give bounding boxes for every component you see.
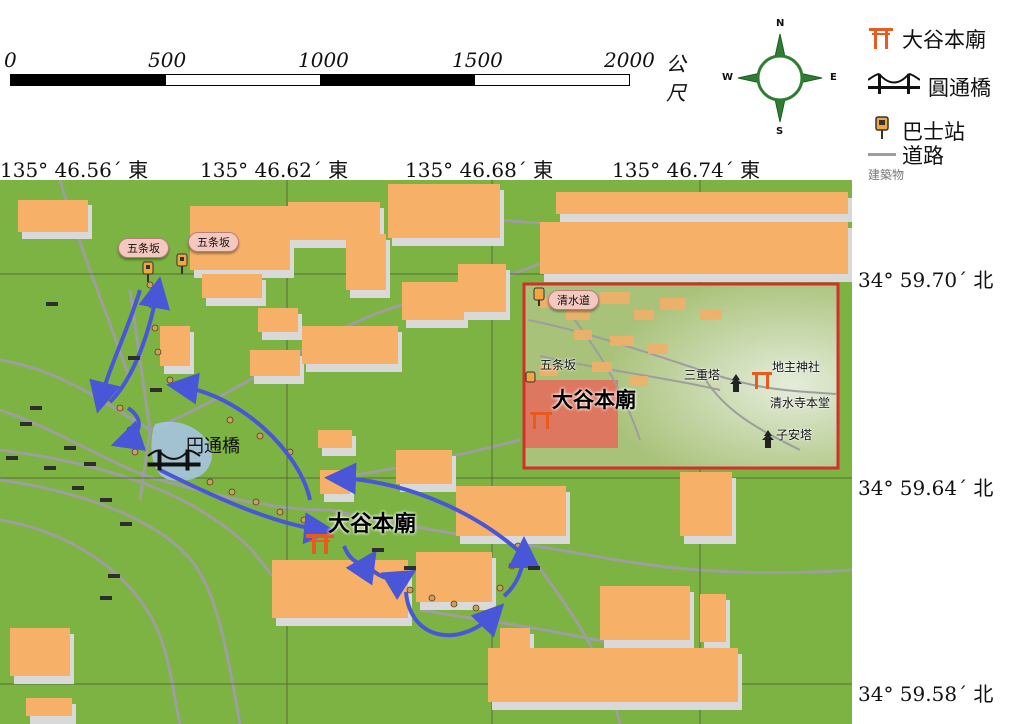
compass-south: S: [776, 126, 784, 137]
scale-label-1000: 1000: [298, 48, 349, 72]
longitude-label-4: 135° 46.74´ 東: [612, 158, 761, 182]
suspension-bridge-icon: [147, 449, 201, 471]
route-arrows: [89, 276, 540, 638]
inset-label-gojozaka[interactable]: 五条坂: [540, 358, 577, 372]
scale-bar: 0 500 1000 1500 2000 公尺: [0, 48, 700, 105]
pagoda-icon: [730, 374, 742, 392]
torii-gate-icon: [752, 372, 772, 389]
map-label-gojozaka-2[interactable]: 五条坂: [188, 232, 239, 252]
bus-stop-icon: [875, 116, 889, 139]
traffic-markers: [6, 302, 540, 600]
legend-building-label: 建築物: [868, 168, 905, 182]
latitude-label-1: 34° 59.70´ 北: [858, 268, 994, 292]
bus-stop-icon: [533, 287, 545, 306]
compass-east: E: [830, 72, 837, 83]
longitude-label-3: 135° 46.68´ 東: [405, 158, 554, 182]
inset-label-kiyomizu-main-hall[interactable]: 清水寺本堂: [770, 396, 831, 410]
legend-bus-stop-label: 巴士站: [902, 120, 965, 144]
bus-stop-icon: [176, 253, 188, 274]
map-label-temple[interactable]: 大谷本廟: [328, 512, 417, 537]
torii-gate-icon: [869, 28, 893, 49]
latitude-label-2: 34° 59.64´ 北: [858, 476, 994, 500]
compass-west: W: [722, 72, 734, 83]
compass-rose-icon: N S W E: [722, 18, 840, 137]
inset-label-three-story-pagoda[interactable]: 三重塔: [684, 368, 721, 382]
map-area[interactable]: 五条坂 五条坂 円通橋 大谷本廟 清水道 五条坂 大谷本廟 三重塔 地主神社 清…: [0, 180, 852, 724]
pagoda-icon: [762, 430, 774, 448]
map-label-gojozaka-1[interactable]: 五条坂: [118, 238, 169, 258]
road-line-icon: [868, 153, 896, 156]
bus-stop-icon: [525, 371, 536, 383]
inset-label-koyasu-pagoda[interactable]: 子安塔: [776, 428, 813, 442]
scale-label-2000: 2000: [604, 48, 655, 72]
legend-temple-label: 大谷本廟: [902, 28, 986, 52]
scale-label-500: 500: [148, 48, 187, 72]
compass-north: N: [776, 18, 785, 29]
longitude-label-2: 135° 46.62´ 東: [200, 158, 349, 182]
inset-map: [522, 282, 840, 470]
legend-bridge-label: 圓通橋: [928, 76, 991, 100]
scale-label-0: 0: [4, 48, 17, 72]
latitude-label-3: 34° 59.58´ 北: [858, 682, 994, 706]
suspension-bridge-icon: [868, 73, 920, 94]
scale-label-1500: 1500: [452, 48, 503, 72]
buildings: [10, 184, 852, 724]
map-label-bridge[interactable]: 円通橋: [186, 436, 240, 457]
inset-label-kiyomizu-michi[interactable]: 清水道: [548, 290, 599, 310]
longitude-label-1: 135° 46.56´ 東: [0, 158, 149, 182]
legend: 大谷本廟 圓通橋 巴士站 道路 建築物: [866, 20, 1022, 182]
torii-gate-icon: [306, 534, 334, 554]
inset-label-temple[interactable]: 大谷本廟: [552, 388, 636, 412]
inset-label-jishu-shrine[interactable]: 地主神社: [772, 360, 821, 374]
torii-gate-icon: [530, 412, 552, 429]
road-network: [0, 180, 852, 724]
scale-unit: 公尺: [666, 52, 686, 105]
legend-road-label: 道路: [902, 144, 944, 168]
scale-bar-graphic: [10, 74, 630, 86]
bus-stop-icon: [142, 261, 154, 282]
